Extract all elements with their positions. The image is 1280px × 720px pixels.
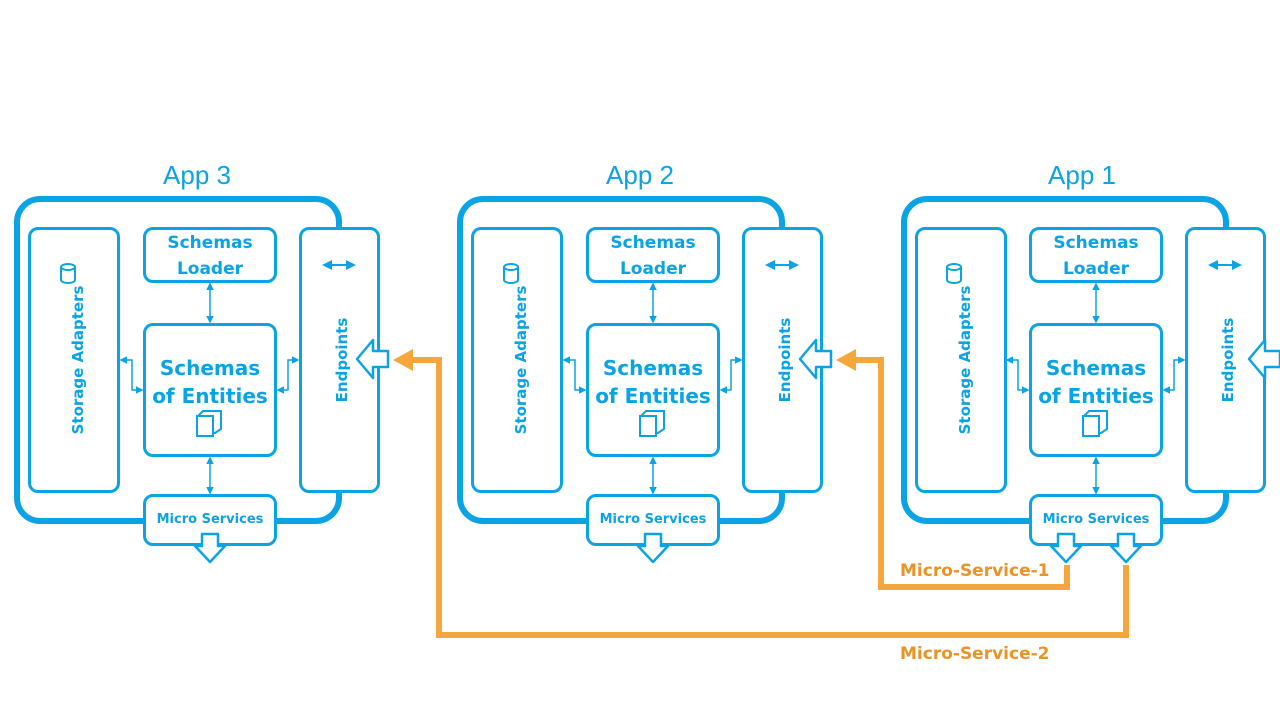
app-title: App 1 (1048, 160, 1116, 190)
schemas-loader-line2: Loader (176, 259, 244, 279)
flow-micro-service-1 (836, 349, 1070, 590)
hollow-arrow-icon (193, 532, 227, 564)
hollow-arrow-icon (798, 338, 833, 380)
storage-adapters-label: Storage Adapters (69, 285, 87, 435)
endpoints-label: Endpoints (1219, 317, 1237, 403)
schemas-entities-line1: Schemas (1045, 356, 1147, 380)
micro-services-label: Micro Services (156, 512, 264, 527)
schemas-loader-box (143, 227, 277, 283)
micro-services-label: Micro Services (1042, 512, 1150, 527)
flow-arrowhead (836, 349, 856, 371)
storage-entities-connector (119, 356, 144, 394)
storage-adapters-label: Storage Adapters (512, 285, 530, 435)
schemas-loader-line1: Schemas (167, 233, 253, 253)
micro-services-label: Micro Services (599, 512, 707, 527)
hollow-arrow-icon (355, 338, 390, 380)
flow-arrowhead (393, 349, 413, 371)
flow-line (852, 357, 1070, 590)
document-stack-icon (196, 410, 222, 437)
document-stack-icon (639, 410, 665, 437)
entities-endpoints-connector (719, 356, 743, 394)
flow-label-micro-service-2: Micro-Service-2 (900, 644, 1050, 664)
app-title: App 2 (606, 160, 674, 190)
hollow-arrow-icon (636, 532, 670, 564)
schemas-loader-box (586, 227, 720, 283)
database-icon (503, 263, 519, 284)
app-2-graphics (503, 260, 833, 564)
flow-line (410, 357, 1129, 638)
schemas-loader-box (1029, 227, 1163, 283)
hollow-arrow-icon (1049, 532, 1083, 564)
schemas-loader-line1: Schemas (610, 233, 696, 253)
entities-endpoints-connector (276, 356, 300, 394)
schemas-entities-line2: of Entities (1038, 384, 1154, 408)
schemas-entities-line2: of Entities (595, 384, 711, 408)
storage-entities-connector (1005, 356, 1030, 394)
database-icon (946, 263, 962, 284)
flow-micro-service-2 (393, 349, 1129, 638)
endpoints-label: Endpoints (776, 317, 794, 403)
app-title: App 3 (163, 160, 231, 190)
storage-adapters-label: Storage Adapters (956, 285, 974, 435)
app-3-graphics (60, 260, 390, 564)
flow-label-micro-service-1: Micro-Service-1 (900, 561, 1050, 581)
endpoints-label: Endpoints (333, 317, 351, 403)
schemas-entities-line1: Schemas (602, 356, 704, 380)
document-stack-icon (1082, 410, 1108, 437)
storage-entities-connector (562, 356, 587, 394)
schemas-loader-line1: Schemas (1053, 233, 1139, 253)
app-1-graphics (946, 260, 1280, 564)
micro-services-box (1029, 494, 1163, 546)
schemas-entities-line1: Schemas (159, 356, 261, 380)
schemas-loader-line2: Loader (1062, 259, 1130, 279)
entities-endpoints-connector (1162, 356, 1186, 394)
schemas-entities-box (1029, 323, 1163, 457)
hollow-arrow-icon (1109, 532, 1143, 564)
schemas-loader-line2: Loader (619, 259, 687, 279)
database-icon (60, 263, 76, 284)
schemas-entities-line2: of Entities (152, 384, 268, 408)
hollow-arrow-icon (1247, 338, 1280, 380)
